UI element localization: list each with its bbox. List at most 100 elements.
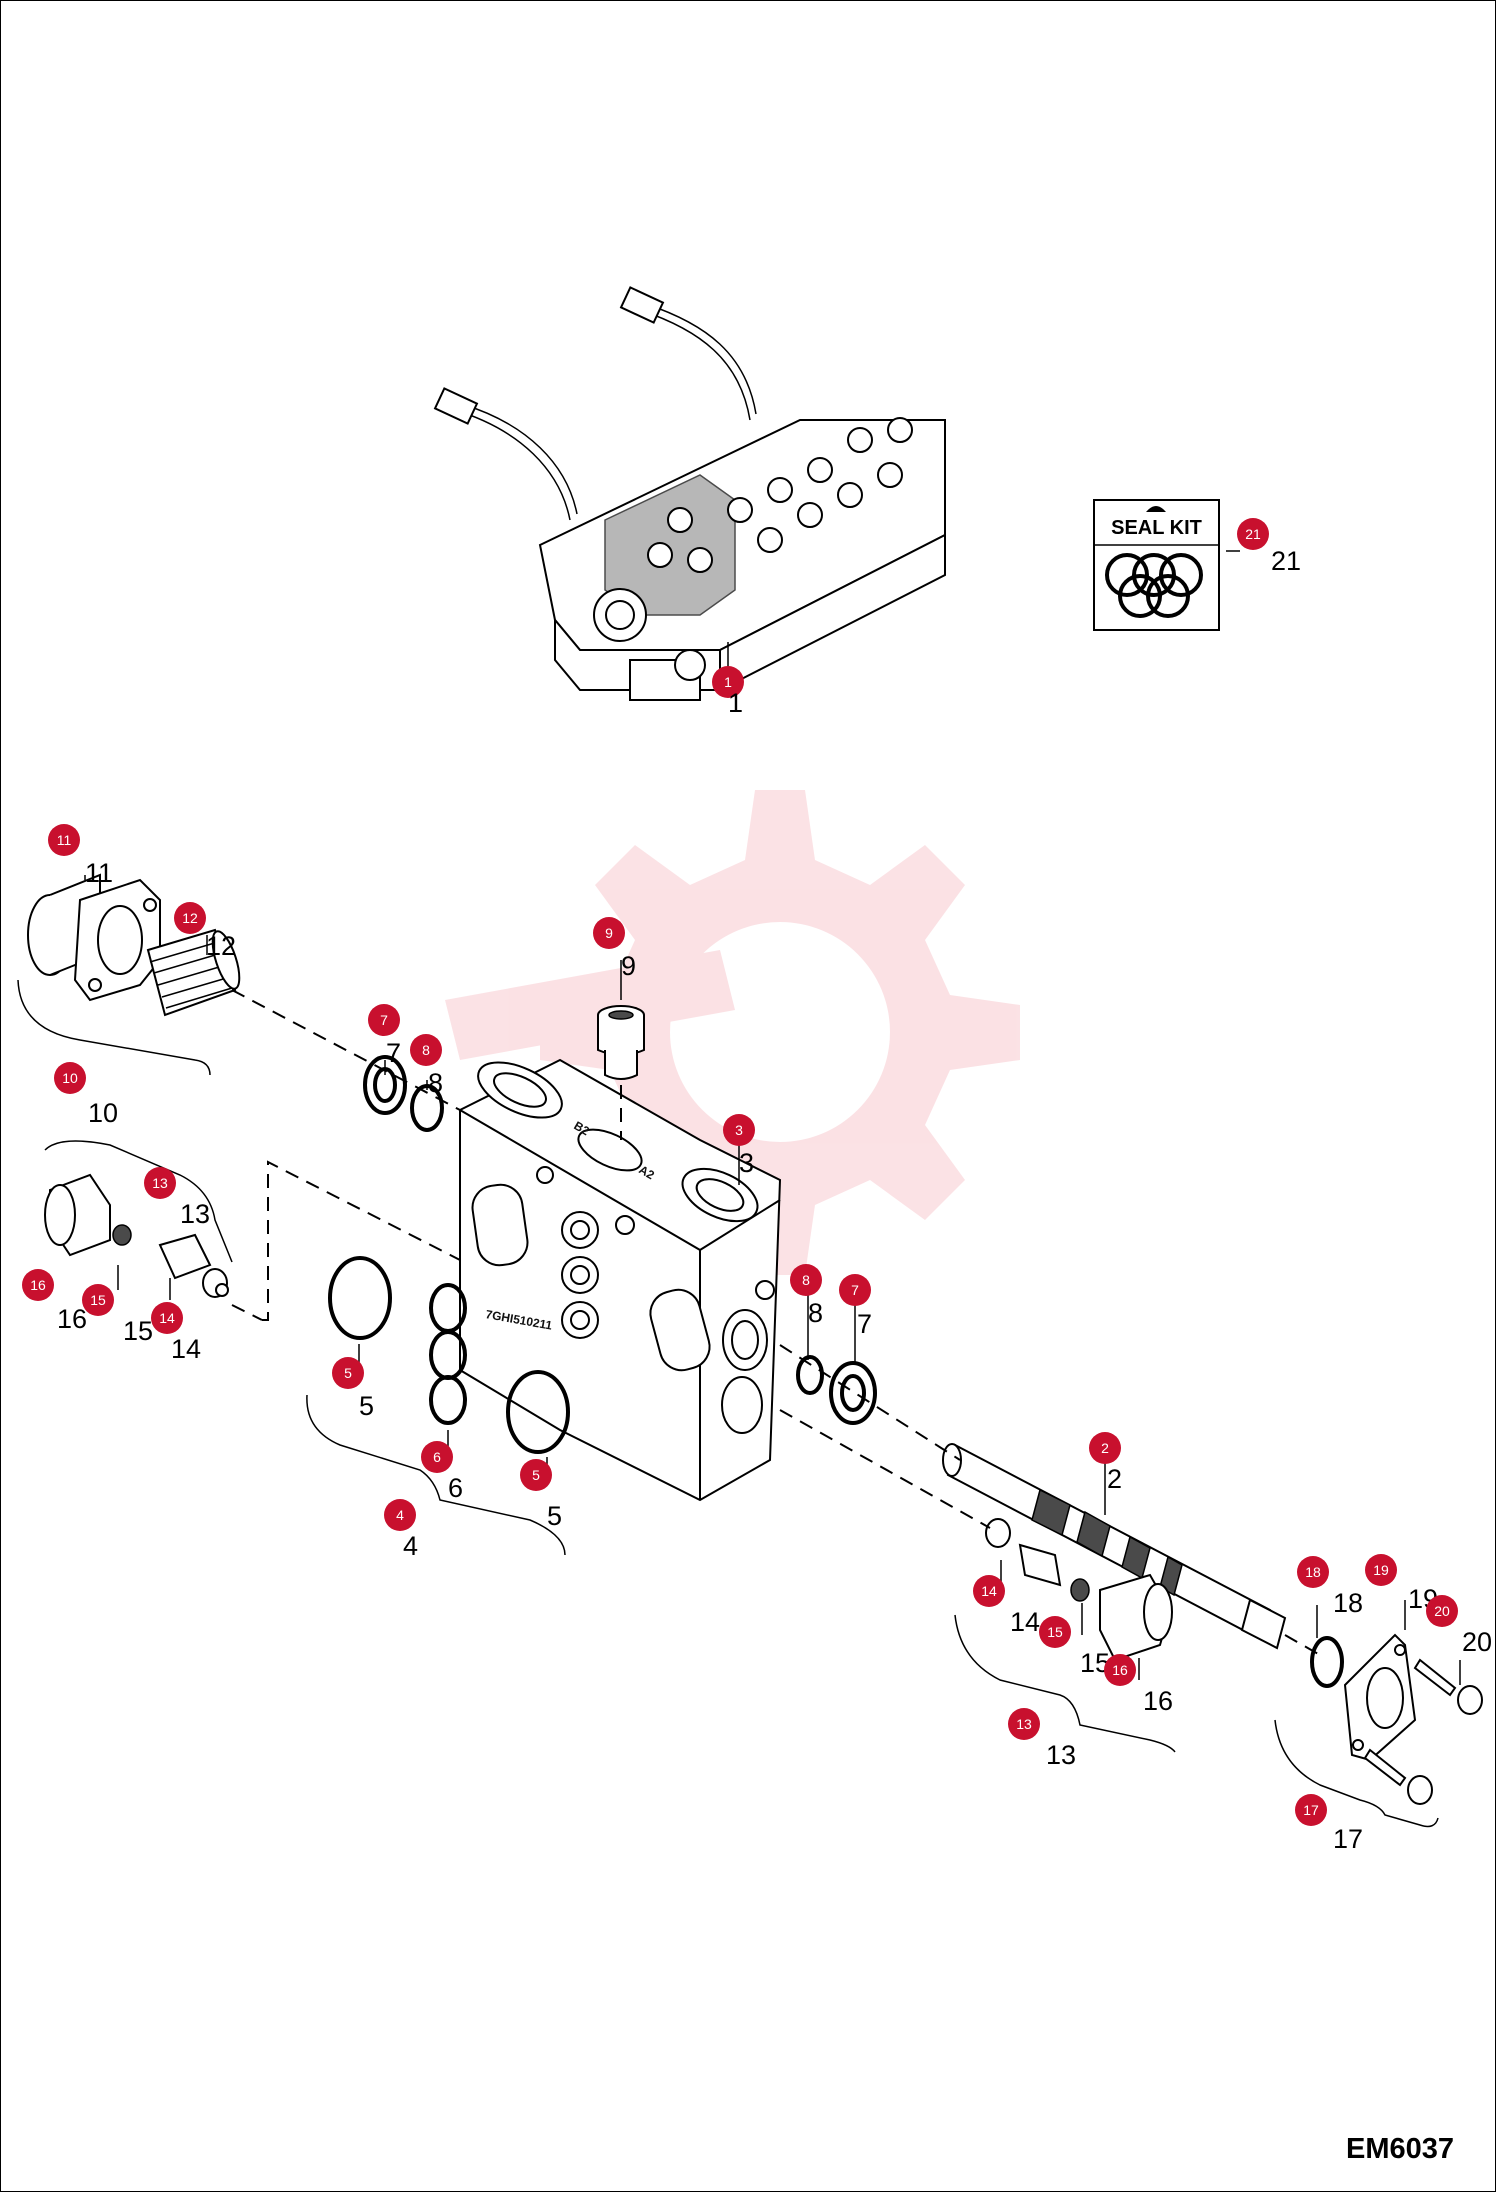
callout-badge-label-c7b: 7 xyxy=(851,1282,859,1298)
callout-number-c8a: 8 xyxy=(428,1068,443,1098)
callout-badge-c10 xyxy=(54,1062,86,1094)
callout-badge-c20 xyxy=(1426,1595,1458,1627)
oring-6-c xyxy=(429,1375,467,1425)
seal-kit-box: SEAL KIT xyxy=(1093,499,1220,631)
callout-badge-label-c8b: 8 xyxy=(802,1272,810,1288)
callout-badge-c15a xyxy=(82,1284,114,1316)
callout-badge-c7a xyxy=(368,1004,400,1036)
callout-badge-label-c8a: 8 xyxy=(422,1042,430,1058)
callout-group: 1122334455556677778888991010111112121313… xyxy=(22,518,1492,1854)
callout-badge-label-c14a: 14 xyxy=(159,1310,175,1326)
valve-section-drawing: B2 A2 7GHI510211 xyxy=(459,1058,782,1502)
callout-badge-c11 xyxy=(48,824,80,856)
solenoid-cap-drawing xyxy=(27,873,241,1017)
callout-badge-label-c12: 12 xyxy=(182,910,198,926)
callout-number-c18: 18 xyxy=(1333,1588,1363,1618)
callout-badge-c7b xyxy=(839,1274,871,1306)
oring-8-right xyxy=(796,1355,824,1395)
callout-badge-label-c13b: 13 xyxy=(1016,1716,1032,1732)
callout-number-c15a: 15 xyxy=(123,1316,153,1346)
callout-badge-c14a xyxy=(151,1302,183,1334)
callout-badge-c2 xyxy=(1089,1432,1121,1464)
callout-badge-c6 xyxy=(421,1441,453,1473)
callout-badge-c5b xyxy=(520,1459,552,1491)
callout-number-c6: 6 xyxy=(448,1473,463,1503)
figure-id: EM6037 xyxy=(1345,2133,1454,2165)
callout-badge-c17 xyxy=(1295,1794,1327,1826)
callout-number-c12: 12 xyxy=(206,931,236,961)
callout-badge-c12 xyxy=(174,902,206,934)
callout-badge-label-c14b: 14 xyxy=(981,1583,997,1599)
callout-badge-label-c15a: 15 xyxy=(90,1292,106,1308)
callout-badge-label-c6: 6 xyxy=(433,1449,441,1465)
detent-left-drawing xyxy=(44,1173,229,1298)
callout-badge-c8b xyxy=(790,1264,822,1296)
callout-number-c3: 3 xyxy=(739,1148,754,1178)
callout-number-c2: 2 xyxy=(1107,1464,1122,1494)
callout-number-c13a: 13 xyxy=(180,1199,210,1229)
seal-ring-7-right xyxy=(829,1361,877,1425)
callout-badge-c1 xyxy=(712,666,744,698)
callout-badge-label-c20: 20 xyxy=(1434,1603,1450,1619)
callout-badge-label-c5b: 5 xyxy=(532,1467,540,1483)
callout-badge-c21 xyxy=(1237,518,1269,550)
callout-badge-c9 xyxy=(593,917,625,949)
callout-badge-label-c15b: 15 xyxy=(1047,1624,1063,1640)
callout-badge-c4 xyxy=(384,1499,416,1531)
callout-number-c21: 21 xyxy=(1271,546,1301,576)
seal-ring-7-left xyxy=(363,1055,407,1115)
callout-badge-c16b xyxy=(1104,1654,1136,1686)
callout-badge-c16a xyxy=(22,1269,54,1301)
callout-number-c16b: 16 xyxy=(1143,1686,1173,1716)
callout-badge-c5a xyxy=(332,1357,364,1389)
detent-right-drawing xyxy=(985,1518,1173,1662)
callout-number-c13b: 13 xyxy=(1046,1740,1076,1770)
callout-number-c14a: 14 xyxy=(171,1334,201,1364)
callout-badge-label-c16a: 16 xyxy=(30,1277,46,1293)
callout-number-c4: 4 xyxy=(403,1531,418,1561)
callout-badge-c19 xyxy=(1365,1554,1397,1586)
port-label-a2: A2 xyxy=(637,1162,658,1182)
callout-number-c11: 11 xyxy=(85,858,113,888)
bolt-drawing xyxy=(1363,1658,1483,1805)
callout-badge-c14b xyxy=(973,1575,1005,1607)
callout-badge-c18 xyxy=(1297,1556,1329,1588)
callout-badge-label-c2: 2 xyxy=(1101,1440,1109,1456)
callout-number-c16a: 16 xyxy=(57,1304,87,1334)
callout-number-c7a: 7 xyxy=(386,1038,401,1068)
callout-badge-label-c7a: 7 xyxy=(380,1012,388,1028)
plug-drawing xyxy=(597,1005,645,1080)
callout-badge-label-c16b: 16 xyxy=(1112,1662,1128,1678)
callout-badge-label-c21: 21 xyxy=(1245,526,1261,542)
callout-badge-label-c1: 1 xyxy=(724,674,732,690)
callout-number-c14b: 14 xyxy=(1010,1607,1040,1637)
callout-badge-c3 xyxy=(723,1114,755,1146)
callout-badge-c8a xyxy=(410,1034,442,1066)
port-label-b2: B2 xyxy=(572,1118,593,1138)
callout-number-c7b: 7 xyxy=(857,1309,872,1339)
callout-number-c20: 20 xyxy=(1462,1627,1492,1657)
callout-number-c1: 1 xyxy=(728,688,743,718)
oring-5-left xyxy=(328,1256,392,1340)
callout-badge-c15b xyxy=(1039,1616,1071,1648)
callout-badge-label-c13a: 13 xyxy=(152,1175,168,1191)
end-cap-flange-drawing xyxy=(1343,1633,1417,1762)
callout-badge-label-c18: 18 xyxy=(1305,1564,1321,1580)
callout-number-c5b: 5 xyxy=(547,1501,562,1531)
valve-assembly-drawing xyxy=(433,286,946,701)
callout-number-c9: 9 xyxy=(621,951,636,981)
callout-badge-label-c4: 4 xyxy=(396,1507,404,1523)
callout-badge-label-c11: 11 xyxy=(57,832,72,848)
leader-lines xyxy=(84,550,1461,1685)
spool-drawing xyxy=(942,1443,1287,1650)
callout-number-c5a: 5 xyxy=(359,1391,374,1421)
callout-badge-label-c19: 19 xyxy=(1373,1562,1389,1578)
oring-5-right xyxy=(506,1370,570,1454)
callout-badge-c13a xyxy=(144,1167,176,1199)
callout-badge-label-c10: 10 xyxy=(62,1070,78,1086)
callout-number-c10: 10 xyxy=(88,1098,118,1128)
callout-number-c17: 17 xyxy=(1333,1824,1363,1854)
callout-badge-label-c5a: 5 xyxy=(344,1365,352,1381)
